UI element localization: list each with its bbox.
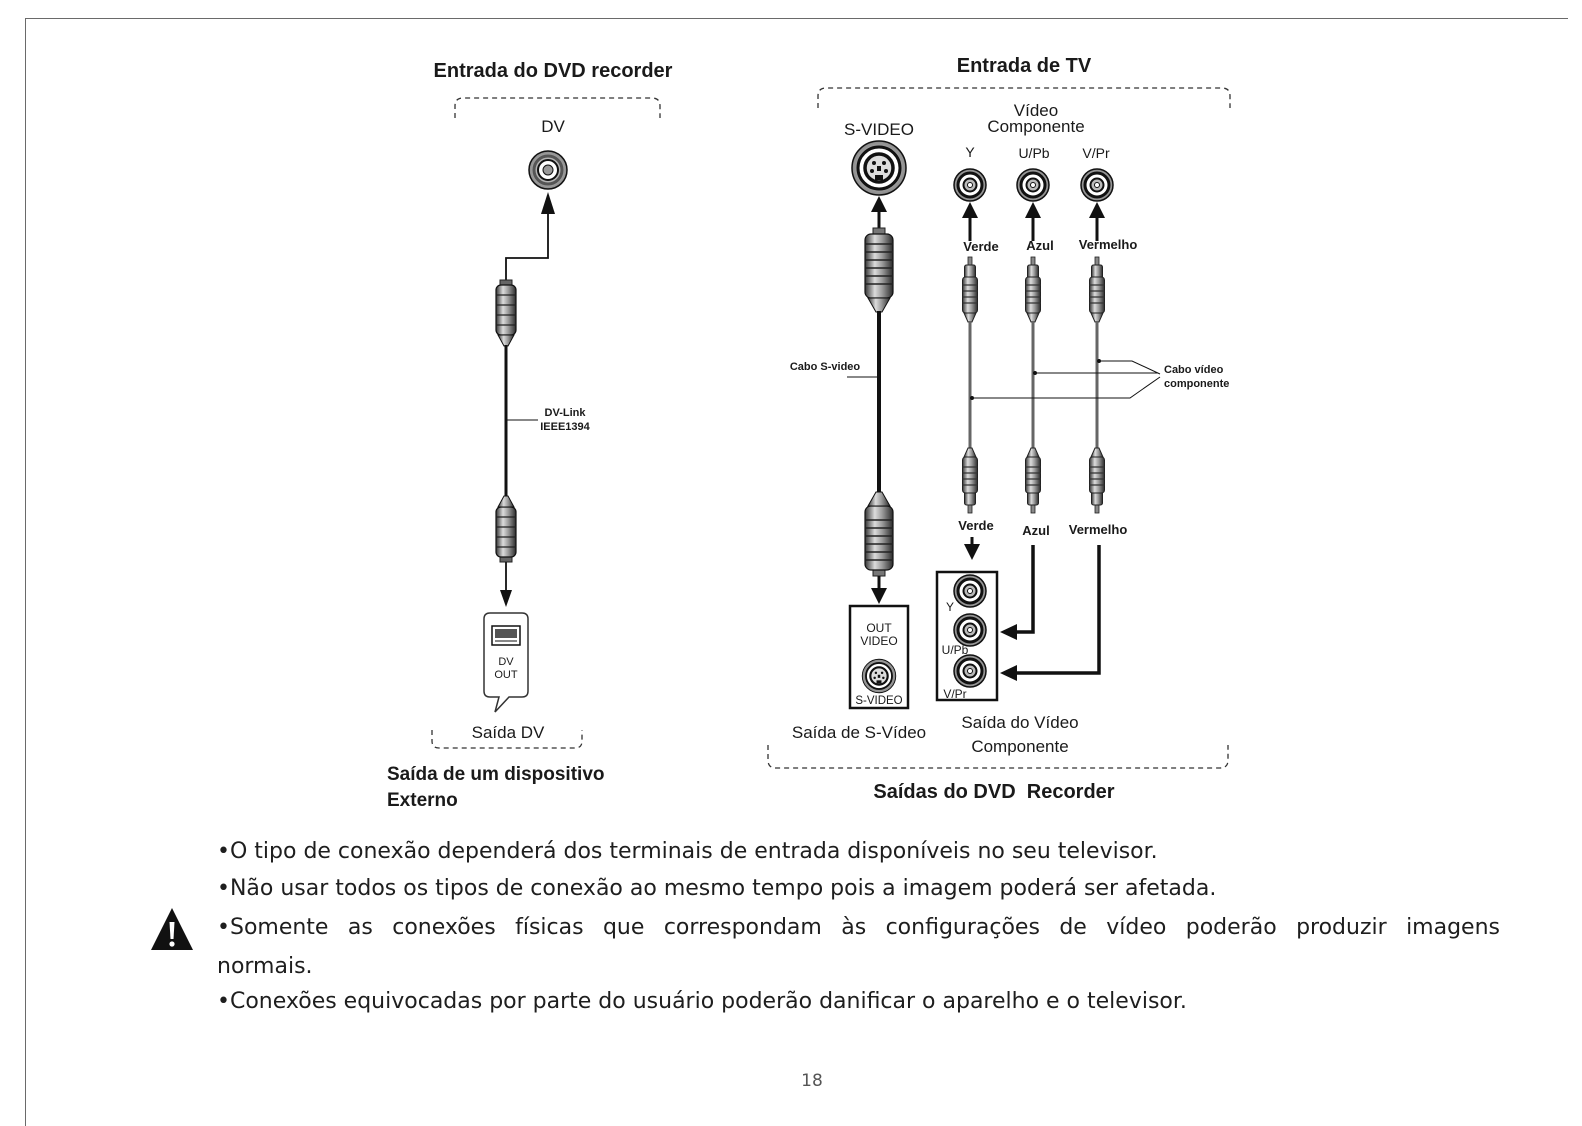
component-output-label: Saída do Vídeo [961,713,1078,732]
component-input-label: Vídeo [1014,101,1058,120]
rca-jack-icon [952,612,988,648]
arrow-up-icon [1025,202,1041,218]
device-dv-label: DV [498,656,514,668]
dv-output-bracket [431,730,583,749]
rca-plug-icon [1088,447,1106,514]
rca-jack-icon [1015,167,1051,203]
arrow-down-icon [964,544,980,560]
note-text-continuation: normais. [217,954,313,979]
rca-plug-icon [1024,256,1042,323]
note-item: •Não usar todos os tipos de conexão ao m… [217,876,1217,901]
external-device-caption: Saída de um dispositivo [387,764,605,785]
arrow-line [1016,545,1035,634]
arrow-up-icon [1089,202,1105,218]
dv-link-label: DV-Link [545,407,587,419]
color-label-blue: Azul [1026,238,1053,253]
jack-label-y: Y [965,144,975,160]
svideo-output-panel: OUT VIDEO S-VIDEO [848,604,910,710]
warning-triangle-icon [151,908,193,950]
dvd-outputs-title: Saídas do DVD Recorder [873,781,1114,803]
rca-plug-icon [961,447,979,514]
external-device-icon: DV OUT [483,612,529,713]
output-jack-label-vpr: V/Pr [943,687,966,701]
rca-plug-icon [1024,447,1042,514]
panel-out-label: OUT [866,621,892,635]
page-number: 18 [801,1071,823,1091]
dv-plug-icon [495,495,517,563]
dv-jack-label: DV [541,117,565,136]
component-cable-label-2: componente [1164,378,1229,390]
arrow-down-icon [871,588,887,604]
svideo-jack-icon [850,139,908,197]
tv-input-diagram: Entrada de TV S-VIDEO Vídeo Componente Y… [767,55,1231,803]
arrow-left-icon [1000,665,1017,681]
output-jack-label-y: Y [946,600,954,614]
component-output-label-2: Componente [971,737,1068,756]
dvd-input-bracket [454,97,661,118]
dv-plug-icon [495,279,517,347]
arrow-line [1016,545,1101,675]
panel-svideo-label: S-VIDEO [855,695,902,707]
note-item: •O tipo de conexão dependerá dos termina… [217,839,1158,864]
color-label-red: Vermelho [1079,237,1138,252]
color-label-green: Verde [963,239,998,254]
dv-input-diagram: Entrada do DVD recorder DV DV-Link IEEE1… [387,60,673,811]
color-label-red: Vermelho [1069,522,1128,537]
component-output-panel: Y U/Pb V/Pr [935,570,999,702]
component-input-label-2: Componente [987,117,1084,136]
device-out-label: OUT [494,669,518,681]
output-jack-label-upb: U/Pb [942,643,969,657]
color-label-green: Verde [958,518,993,533]
dv-jack-icon [527,149,569,191]
panel-video-label: VIDEO [860,634,897,648]
dv-connection-line [505,212,549,281]
component-cable-label: Cabo vídeo [1164,364,1224,376]
rca-jack-icon [952,573,988,609]
svideo-input-label: S-VIDEO [844,120,914,139]
arrow-down-icon [500,590,512,607]
rca-jack-icon [952,653,988,689]
note-item: •Conexões equivocadas por parte do usuár… [217,989,1187,1014]
page-frame [25,18,1568,1126]
jack-label-upb: U/Pb [1018,145,1049,161]
svideo-jack-icon [861,658,897,694]
external-device-caption-2: Externo [387,790,458,811]
svideo-output-label: Saída de S-Vídeo [792,723,926,742]
component-cable-leader [970,359,1161,400]
dvd-outputs-bracket [767,745,1229,769]
rca-jack-icon [1079,167,1115,203]
svideo-cable-label: Cabo S-video [790,361,861,373]
note-text: •Somente as conexões físicas que corresp… [217,915,1500,940]
connection-diagram: Entrada do DVD recorder DV DV-Link IEEE1… [387,55,1231,811]
svideo-plug-icon [864,227,894,313]
ieee1394-label: IEEE1394 [540,421,590,433]
rca-plug-icon [1088,256,1106,323]
color-label-blue: Azul [1022,523,1049,538]
arrow-up-icon [962,202,978,218]
tv-input-title: Entrada de TV [957,55,1092,77]
jack-label-vpr: V/Pr [1082,145,1110,161]
arrow-up-icon [541,192,555,214]
note-item: •Somente as conexões físicas que corresp… [217,908,1500,986]
arrow-left-icon [1000,624,1017,640]
rca-plug-icon [961,256,979,323]
arrow-up-icon [871,196,887,212]
rca-jack-icon [952,167,988,203]
dv-output-label: Saída DV [472,723,545,742]
dvd-recorder-input-title: Entrada do DVD recorder [434,60,673,82]
svideo-plug-icon [864,491,894,577]
